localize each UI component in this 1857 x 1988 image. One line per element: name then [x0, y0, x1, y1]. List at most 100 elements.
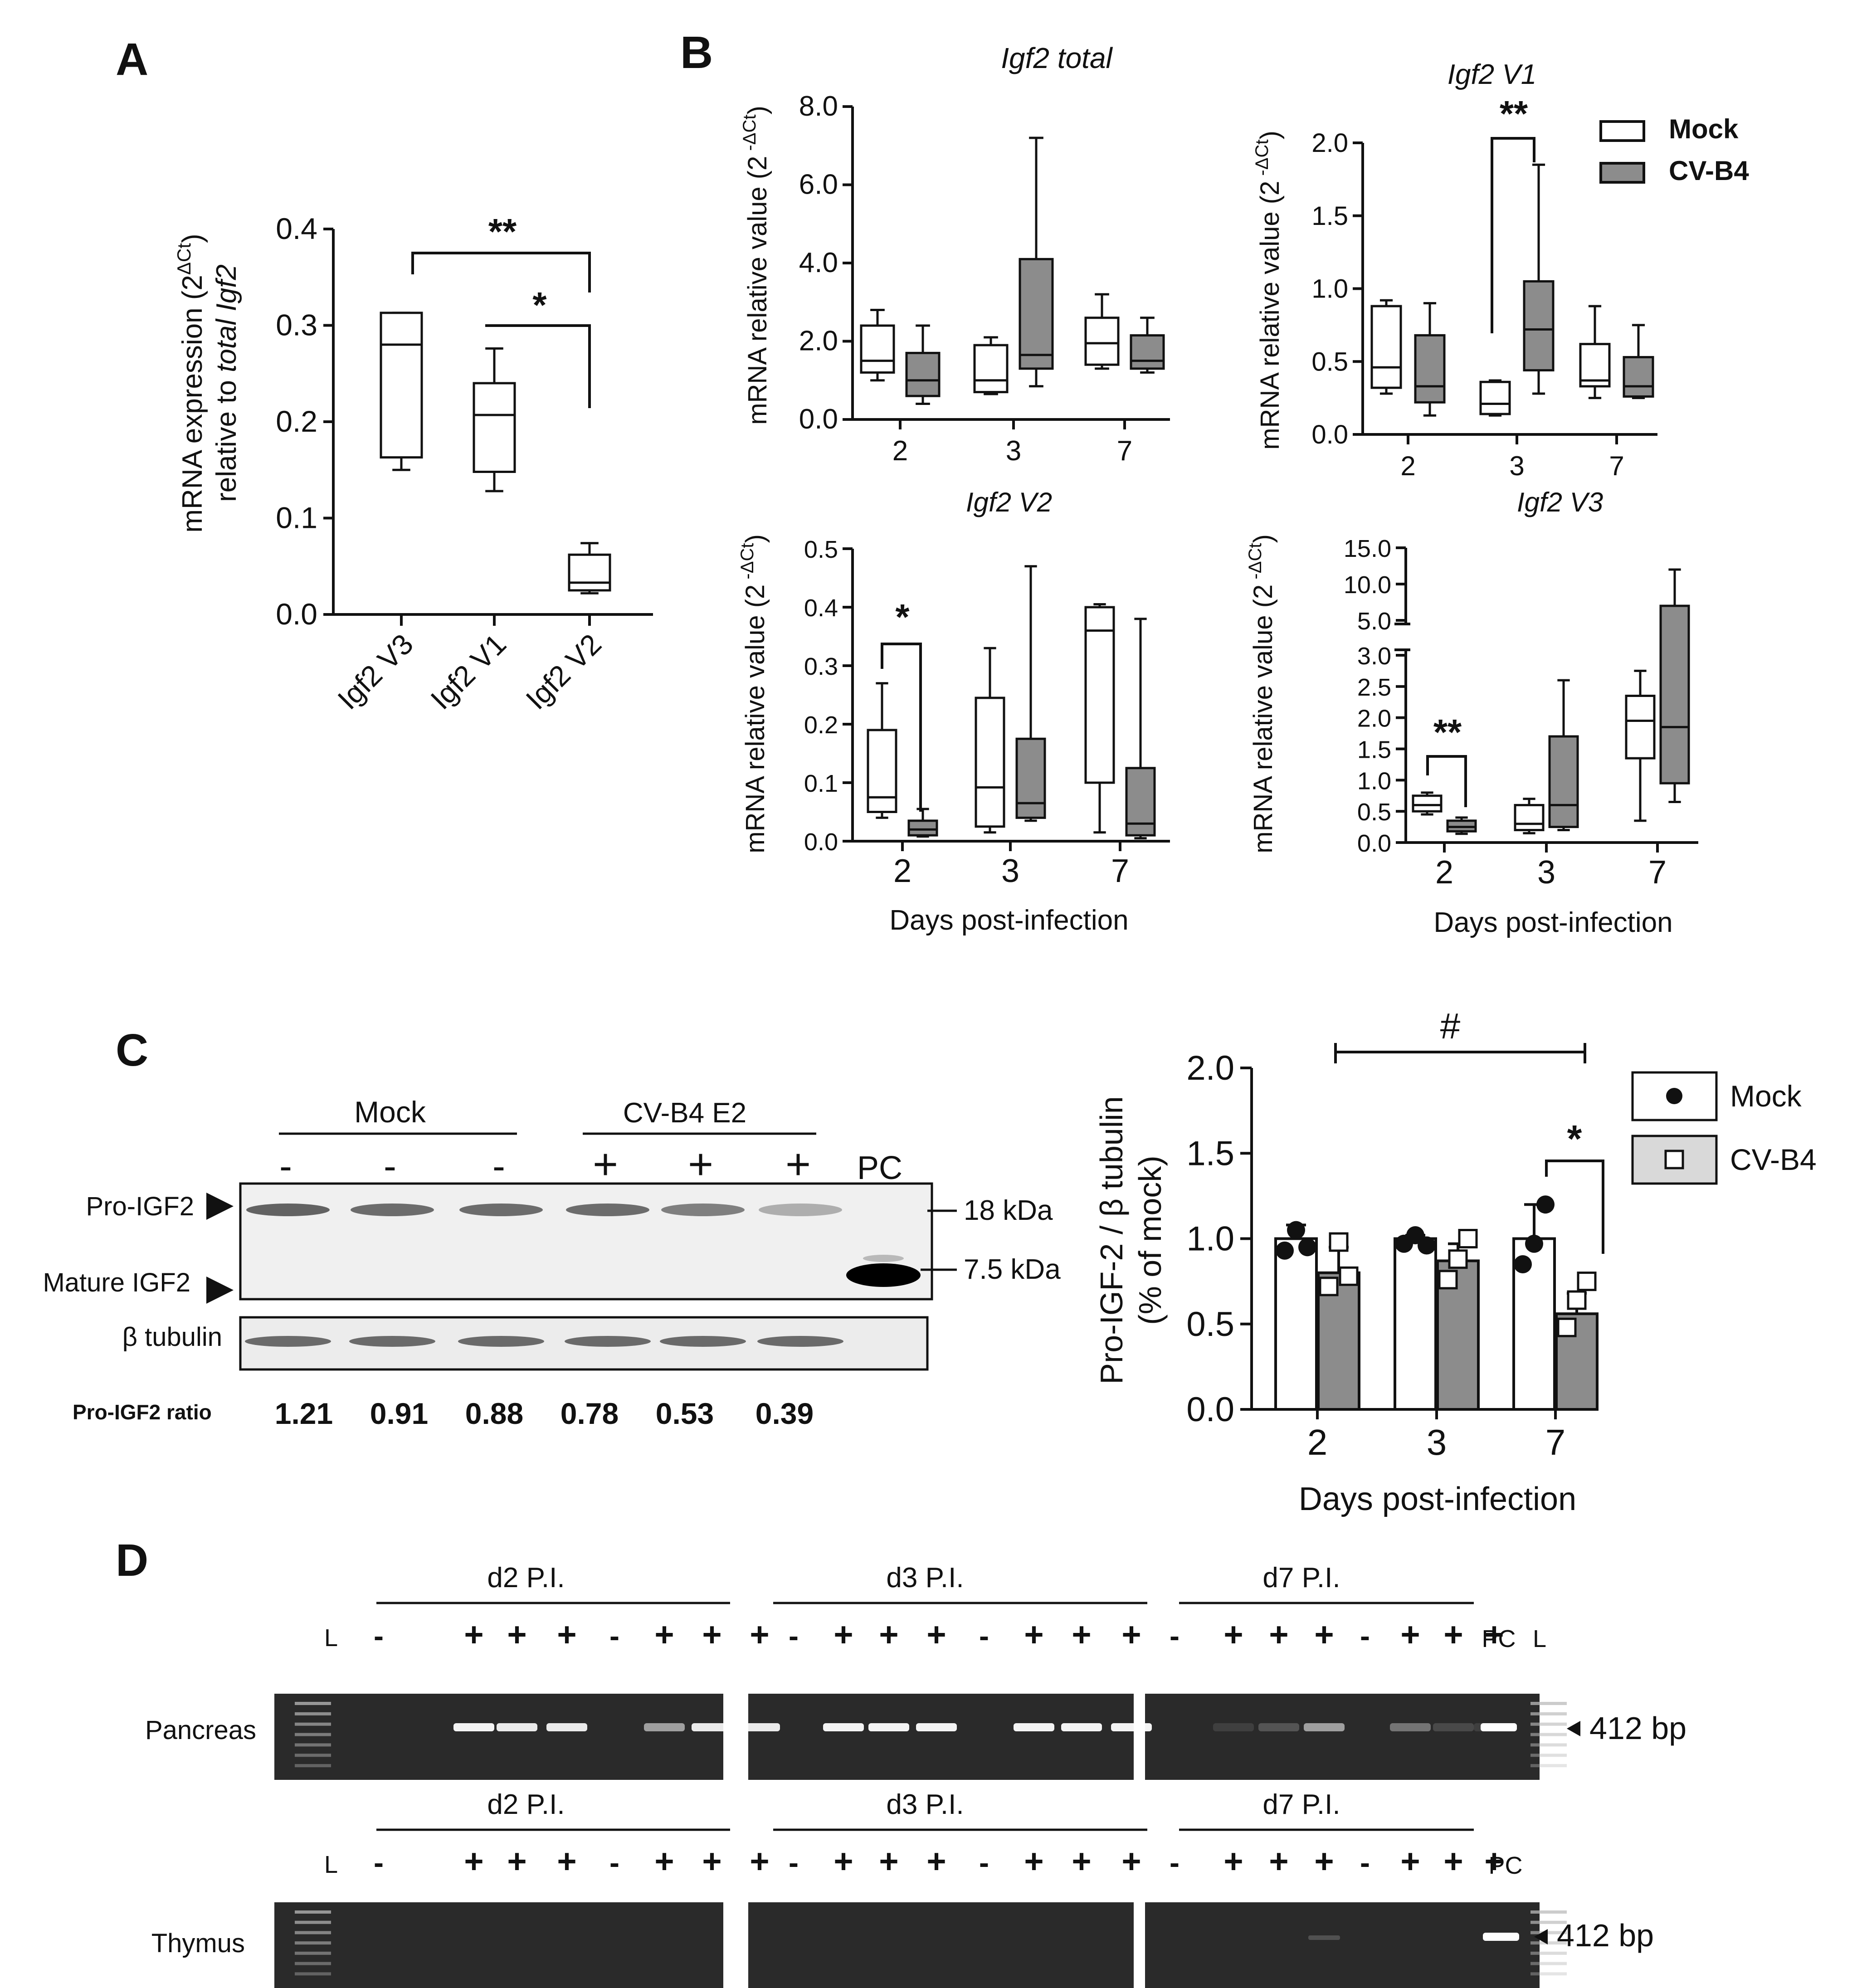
mature-igf2-pc-band — [846, 1263, 921, 1287]
a-xtick-label: Igf2 V1 — [424, 628, 512, 716]
d-sign-pancreas-0-2: + — [507, 1616, 526, 1653]
d-ladder-band-thymus-1-2 — [1530, 1931, 1567, 1934]
b4-sig-bracket — [1426, 755, 1467, 807]
tubulin-label: β tubulin — [122, 1322, 222, 1352]
ratio-value-5: 0.39 — [755, 1397, 814, 1430]
d-band-pancreas-2-6 — [1433, 1723, 1474, 1731]
c-mock-point-0-1 — [1287, 1221, 1305, 1239]
d-band-pancreas-1-1 — [823, 1723, 864, 1731]
chartB2-ytick-label: 0.0 — [1311, 420, 1348, 449]
d-sign-pancreas-2-7: + — [1484, 1616, 1504, 1653]
chartB2-ytick-label: 2.0 — [1311, 128, 1348, 158]
b4-ylabel: mRNA relative value (2 -ΔCt) — [1245, 534, 1278, 853]
d-sign-thymus-2-4: - — [1360, 1846, 1370, 1879]
chartB2-cv-0-box — [1414, 334, 1446, 404]
d-sign-thymus-1-0: - — [789, 1846, 799, 1879]
d-gel-thymus-2 — [748, 1902, 1134, 1988]
d-ladder-band-pancreas-1-4 — [1530, 1743, 1567, 1747]
d-ladder-band-thymus-0-0 — [295, 1910, 331, 1914]
pro-igf2-band-0 — [246, 1204, 330, 1216]
d-sign-thymus-1-2: + — [879, 1842, 898, 1880]
chartB3-mock-2-box — [1084, 606, 1115, 784]
d-band-thymus-faint — [1308, 1935, 1340, 1940]
a-ytick-label: 0.4 — [276, 212, 317, 245]
d-sign-pancreas-1-7: + — [1121, 1616, 1141, 1653]
c-ytick-label: 2.0 — [1186, 1049, 1234, 1087]
blot-lane-sign-1: - — [384, 1145, 396, 1187]
chartB3-xtick-label: 7 — [1111, 853, 1129, 889]
d-sign-thymus-2-0: - — [1170, 1846, 1180, 1879]
d-band-pancreas-1-5 — [1014, 1723, 1054, 1731]
d-sign-thymus-0-3: + — [557, 1842, 576, 1880]
d-sign-thymus-2-5: + — [1400, 1842, 1420, 1880]
d-ladder-band-pancreas-1-5 — [1530, 1754, 1567, 1757]
b4-cv-1-box — [1548, 735, 1579, 828]
legend-cv-swatch — [1599, 162, 1645, 184]
c-cv-point-0-1 — [1329, 1232, 1349, 1252]
chartB1-cv-2-box — [1130, 334, 1165, 370]
chartB3-ytick-label: 0.5 — [804, 536, 838, 563]
chartB3-mock-0-box — [867, 729, 897, 814]
chartB2-title: Igf2 V1 — [1448, 59, 1536, 90]
d-group-thymus-0: d2 P.I. — [487, 1789, 565, 1820]
d-ladder-band-thymus-1-0 — [1530, 1910, 1567, 1914]
d-sign-pancreas-2-0: - — [1170, 1619, 1180, 1652]
d-band-pancreas-1-7 — [1111, 1723, 1152, 1731]
chartB3-xtick-label: 2 — [893, 853, 911, 889]
c-cv-point-2-1 — [1567, 1290, 1587, 1310]
a-sig-top: ** — [488, 211, 517, 252]
d-band-pancreas-2-3 — [1304, 1723, 1345, 1731]
d-group-pancreas-0: d2 P.I. — [487, 1562, 565, 1593]
b4-cv-2-box — [1659, 604, 1690, 784]
c-cv-point-1-2 — [1458, 1229, 1478, 1248]
ratio-value-4: 0.53 — [656, 1397, 714, 1430]
b4-xtick-label: 3 — [1537, 854, 1555, 891]
d-pc-pancreas: PC — [1482, 1625, 1516, 1652]
c-ytick-label: 1.0 — [1186, 1220, 1234, 1258]
b2-sig-bracket — [1491, 137, 1535, 333]
b4-ytick-label: 2.0 — [1357, 705, 1391, 732]
d-arrow-pancreas-icon — [1567, 1721, 1580, 1736]
mature-igf2-arrow-icon — [206, 1277, 234, 1304]
chartB2-xtick-label: 7 — [1609, 451, 1624, 481]
chartB1-title: Igf2 total — [1001, 42, 1113, 74]
tubulin-band-1 — [349, 1336, 435, 1347]
d-sign-pancreas-1-4: - — [979, 1619, 989, 1652]
c-ylabel-1: Pro-IGF-2 / β tubulin — [1094, 1096, 1129, 1384]
d-sign-thymus-0-7: + — [750, 1842, 769, 1880]
chartB1-xtick-label: 3 — [1006, 435, 1021, 467]
d-sign-thymus-1-5: + — [1024, 1842, 1043, 1880]
d-ladder-band-pancreas-1-1 — [1530, 1712, 1567, 1715]
blot-lane-sign-2: - — [492, 1145, 505, 1187]
chartB1-ytick-label: 0.0 — [799, 404, 838, 435]
d-gel-pancreas-3 — [1145, 1694, 1540, 1780]
c-mock-point-0-0 — [1276, 1241, 1294, 1260]
d-ladder-band-pancreas-0-4 — [295, 1743, 331, 1747]
b4-ytick-label: 5.0 — [1357, 608, 1391, 635]
panel-a-ylabel-line2: relative to total Igf2 — [211, 264, 242, 502]
d-ladder-band-thymus-0-2 — [295, 1931, 331, 1934]
blot-lane-sign-4: + — [688, 1140, 713, 1189]
chartB1-mock-1-box — [973, 344, 1009, 394]
b4-title: Igf2 V3 — [1517, 487, 1603, 517]
panel-b-letter: B — [680, 27, 713, 78]
d-ladder-band-pancreas-0-5 — [295, 1754, 331, 1757]
c-ytick-label: 0.0 — [1186, 1390, 1234, 1429]
b4-ytick-label: 0.5 — [1357, 799, 1391, 826]
c-cv-point-1-1 — [1448, 1249, 1468, 1269]
panel-a-ylabel-2: relative to total Igf2 — [211, 264, 242, 502]
panel-a-ylabel-main: mRNA expression (2 — [177, 275, 208, 533]
d-band-thymus-pc — [1483, 1933, 1519, 1941]
panel-c: C Mock CV-B4 E2 ---+++ PC Pro-IGF2 Matur… — [43, 1006, 1816, 1517]
d-ladder-band-thymus-1-6 — [1530, 1972, 1567, 1976]
a-sig-low: * — [532, 285, 547, 325]
d-sign-thymus-1-3: + — [926, 1842, 946, 1880]
chartB1-xtick-label: 2 — [892, 435, 908, 467]
d-band-pancreas-2-2 — [1258, 1723, 1299, 1731]
a-ytick-label: 0.1 — [276, 501, 317, 535]
chartB2-cv-1-box — [1523, 280, 1555, 372]
d-sign-thymus-0-5: + — [654, 1842, 674, 1880]
blot-mock-header: Mock — [354, 1095, 426, 1129]
panel-a-ylabel2-a: relative to — [211, 372, 242, 502]
